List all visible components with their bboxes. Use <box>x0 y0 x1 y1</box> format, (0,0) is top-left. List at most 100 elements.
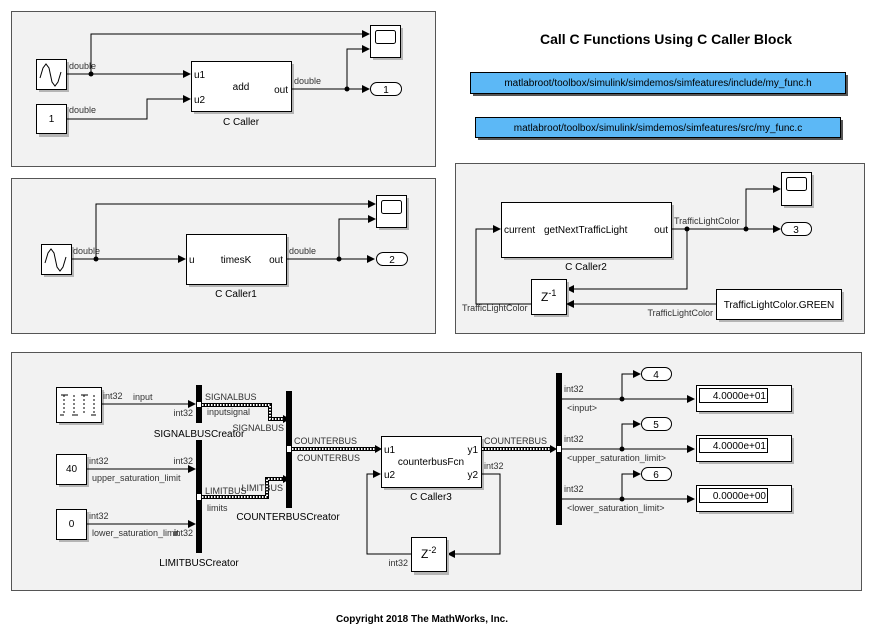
selector-output-row: int32<input>44.0000e+01 <box>562 367 795 415</box>
outport-1[interactable]: 1 <box>370 82 402 97</box>
unit-delay-block[interactable]: Z-1 <box>531 279 570 318</box>
c-caller2-traffic-block[interactable]: current getNextTrafficLight out <box>501 202 675 261</box>
c-caller1-timesk-block[interactable]: u timesK out <box>186 234 290 288</box>
branch-point <box>344 86 350 92</box>
bus-wire-limitbus <box>202 477 285 499</box>
bus-label: COUNTERBUS <box>484 436 547 446</box>
wire-sine-to-scope <box>95 200 376 259</box>
wire-to-outport <box>621 470 641 499</box>
wire-y2-to-delay <box>447 473 501 558</box>
delay-2-block[interactable]: Z-2 <box>411 537 450 576</box>
outport-4[interactable]: 4 <box>641 367 672 382</box>
outport-5[interactable]: 5 <box>641 417 672 432</box>
signal-type-label: int32 <box>388 558 408 568</box>
signal-type-label: int32 <box>173 528 193 538</box>
block-name: C Caller2 <box>565 262 607 273</box>
signal-label: TrafficLightColor <box>647 308 713 318</box>
link-header-file[interactable]: matlabroot/toolbox/simulink/simdemos/sim… <box>470 72 849 97</box>
display-value: 0.0000e+00 <box>713 491 767 502</box>
c-caller3-counterbus-block[interactable]: u1 u2 counterbusFcn y1 y2 <box>381 436 485 491</box>
signal-type-label: int32 <box>484 461 504 471</box>
outport-number: 3 <box>793 225 799 236</box>
enum-constant-block[interactable]: TrafficLightColor.GREEN <box>716 289 845 323</box>
signal-label: double <box>73 246 100 256</box>
port-y2: y2 <box>467 470 478 481</box>
function-name: add <box>233 82 250 93</box>
constant-value: 0 <box>69 519 75 530</box>
display-value: 4.0000e+01 <box>713 441 767 452</box>
link-source-file[interactable]: matlabroot/toolbox/simulink/simdemos/sim… <box>475 117 844 141</box>
port-u2: u2 <box>384 470 396 481</box>
sine-wave-block-2[interactable] <box>41 244 75 278</box>
outport-number: 1 <box>383 85 389 96</box>
delay-symbol: Z-1 <box>541 288 556 304</box>
signal-label: double <box>289 246 316 256</box>
signal-label: double <box>69 105 96 115</box>
page-title: Call C Functions Using C Caller Block <box>540 31 792 47</box>
display-value: 4.0000e+01 <box>713 391 767 402</box>
scope-block-2[interactable] <box>376 195 410 231</box>
constant-value: 1 <box>49 114 55 125</box>
port-u: u <box>189 255 195 266</box>
wire-const-to-u2 <box>67 95 191 120</box>
signal-name-label: limits <box>207 503 228 513</box>
branch-point <box>743 226 749 232</box>
wire-out-to-scope <box>338 215 376 259</box>
bus-port-icon <box>197 494 201 500</box>
sine-wave-icon <box>39 63 62 87</box>
constant-40-block[interactable]: 40 <box>56 454 90 488</box>
block-name: LIMITBUSCreator <box>159 558 239 569</box>
sine-wave-icon <box>44 248 67 272</box>
branch-point <box>684 226 690 232</box>
link-text: matlabroot/toolbox/simulink/simdemos/sim… <box>504 78 811 89</box>
display-block[interactable]: 0.0000e+00 <box>696 485 795 515</box>
wire-out-to-scope <box>346 45 370 89</box>
signal-type-label: int32 <box>173 408 193 418</box>
block-name: COUNTERBUSCreator <box>236 512 340 523</box>
bus-port-icon <box>557 446 561 452</box>
signal-label: double <box>69 61 96 71</box>
signal-type-label: int32 <box>564 484 584 494</box>
signal-name-label: <lower_saturation_limit> <box>567 503 665 513</box>
function-name: counterbusFcn <box>398 457 464 468</box>
wire-to-outport <box>621 420 641 449</box>
signal-name-label: lower_saturation_limit <box>92 528 180 538</box>
bus-port-icon <box>287 446 291 452</box>
signal-label: TrafficLightColor <box>674 216 740 226</box>
display-block[interactable]: 4.0000e+01 <box>696 385 795 415</box>
scope-screen-icon <box>381 200 402 214</box>
wire-to-outport <box>621 370 641 399</box>
bus-label: COUNTERBUS <box>294 436 357 446</box>
bus-label: SIGNALBUS <box>232 423 284 433</box>
signal-label: TrafficLightColor <box>462 303 528 313</box>
scope-screen-icon <box>786 177 807 191</box>
outport-3[interactable]: 3 <box>781 222 812 237</box>
wire-sine-to-scope <box>90 30 370 74</box>
block-name: C Caller3 <box>410 492 452 503</box>
wire-out-to-scope <box>745 185 781 229</box>
signal-name-label: <input> <box>567 403 597 413</box>
outport-2[interactable]: 2 <box>376 252 408 267</box>
port-out: out <box>654 225 668 236</box>
c-caller-add-block[interactable]: u1 u2 add out <box>191 61 295 115</box>
outport-number: 2 <box>389 255 395 266</box>
constant-value: 40 <box>66 464 78 475</box>
copyright-text: Copyright 2018 The MathWorks, Inc. <box>336 614 508 625</box>
scope-block-1[interactable] <box>370 25 404 61</box>
outport-6[interactable]: 6 <box>641 467 672 482</box>
constant-block-1[interactable]: 1 <box>36 104 70 138</box>
signal-type-label: int32 <box>173 456 193 466</box>
pulse-generator-block[interactable] <box>56 387 105 426</box>
scope-block-3[interactable] <box>781 172 815 209</box>
display-block[interactable]: 4.0000e+01 <box>696 435 795 465</box>
outport-number: 6 <box>653 470 659 481</box>
wire-delay-to-u2 <box>366 470 411 555</box>
outport-number: 5 <box>653 420 659 431</box>
sine-wave-block-1[interactable] <box>36 59 70 93</box>
port-u1: u1 <box>384 445 396 456</box>
port-u2: u2 <box>194 95 206 106</box>
constant-0-block[interactable]: 0 <box>56 509 90 543</box>
block-name: SIGNALBUSCreator <box>154 429 245 440</box>
block-name: C Caller1 <box>215 289 257 300</box>
